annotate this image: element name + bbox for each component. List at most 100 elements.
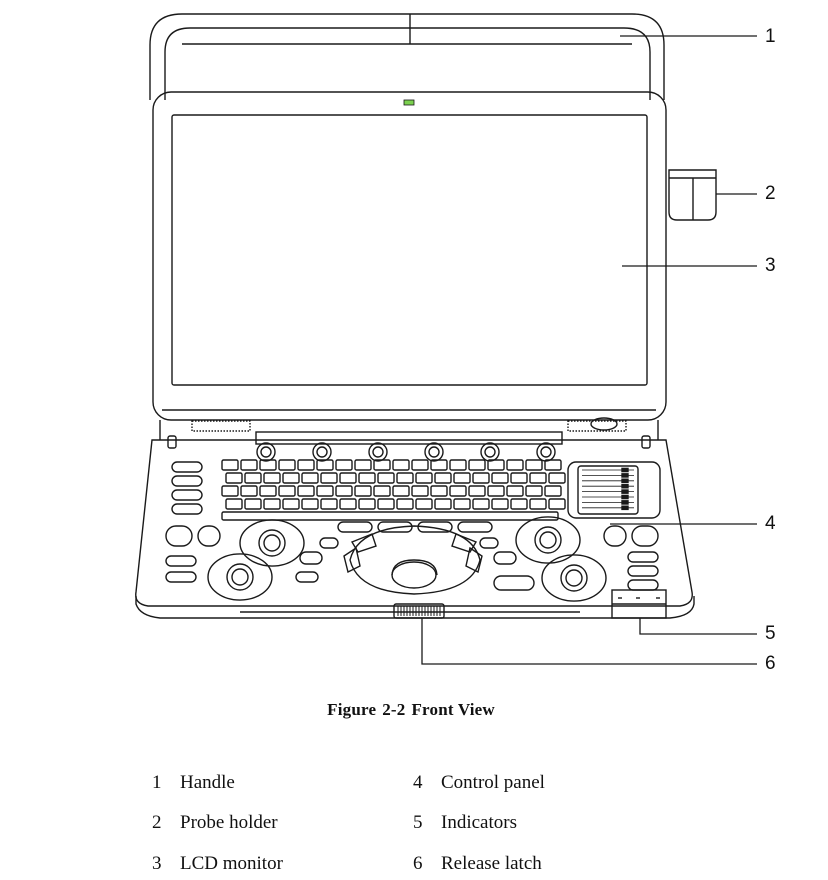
rotary-knob [207, 553, 273, 601]
keyboard-key [320, 498, 338, 510]
keyboard-key [453, 498, 471, 510]
tgc-sliders [567, 461, 661, 519]
keyboard-key [221, 485, 239, 497]
keyboard-key [548, 498, 566, 510]
keyboard-key [472, 498, 490, 510]
keyboard-key [240, 459, 258, 471]
callout-4: 4 [765, 513, 776, 534]
panel-button [171, 503, 203, 515]
keyboard-key [335, 459, 353, 471]
knob [480, 442, 500, 462]
keyboard-key [377, 498, 395, 510]
keyboard-key [510, 498, 528, 510]
probe-holder [668, 169, 717, 221]
panel-button [493, 551, 517, 565]
keyboard-key [240, 485, 258, 497]
legend-number: 4 [413, 772, 423, 793]
keyboard-key [449, 485, 467, 497]
keyboard-key [430, 485, 448, 497]
keyboard-key [354, 485, 372, 497]
panel-button [197, 525, 221, 547]
tgc-slider-thumb [621, 478, 629, 484]
keyboard-key [487, 485, 505, 497]
keyboard-key [358, 472, 376, 484]
keyboard-key [411, 459, 429, 471]
knob [312, 442, 332, 462]
keyboard-key [297, 459, 315, 471]
keyboard-key [320, 472, 338, 484]
keyboard-key [392, 485, 410, 497]
legend-label: Handle [180, 772, 235, 793]
callout-leaders [421, 35, 757, 665]
knob [256, 442, 276, 462]
legend-item: 6 Release latch [413, 853, 542, 875]
keyboard-key [506, 459, 524, 471]
legend-item: 3 LCD monitor [152, 853, 283, 875]
panel-button [171, 461, 203, 473]
callout-2: 2 [765, 183, 776, 204]
figure-number: 2-2 [382, 700, 406, 719]
figure-label: Figure [327, 700, 377, 719]
rotary-knob [239, 519, 305, 567]
keyboard-key [301, 472, 319, 484]
keyboard-key [468, 459, 486, 471]
tgc-slider-thumb [621, 483, 629, 489]
knob [424, 442, 444, 462]
keyboard-key [282, 498, 300, 510]
keyboard-key [449, 459, 467, 471]
keyboard-key [434, 498, 452, 510]
panel-button [299, 551, 323, 565]
keyboard-key [316, 485, 334, 497]
panel-button [627, 579, 659, 591]
keyboard-key [529, 472, 547, 484]
tgc-slider-thumb [621, 489, 629, 494]
direction-button [350, 533, 377, 553]
keyboard-key [544, 459, 562, 471]
keyboard-key [244, 498, 262, 510]
panel-button [165, 555, 197, 567]
panel-button [627, 565, 659, 577]
tgc-slider-thumb [621, 473, 629, 478]
tgc-slider-thumb [621, 500, 629, 505]
figure-title: Front View [411, 700, 495, 719]
legend-label: Probe holder [180, 812, 278, 833]
keyboard-key [297, 485, 315, 497]
keyboard-key [259, 459, 277, 471]
keyboard-key [510, 472, 528, 484]
keyboard-key [544, 485, 562, 497]
legend-number: 6 [413, 853, 423, 874]
panel-button [457, 521, 493, 533]
keyboard-key [377, 472, 395, 484]
keyboard-key [529, 498, 547, 510]
keyboard-key [225, 472, 243, 484]
knob [536, 442, 556, 462]
panel-button [171, 475, 203, 487]
panel-button [603, 525, 627, 547]
keyboard-key [263, 472, 281, 484]
keyboard-key [506, 485, 524, 497]
figure-caption: Figure 2-2 Front View [0, 700, 828, 720]
panel-button [377, 521, 413, 533]
knobs [207, 442, 607, 602]
keyboard-key [263, 498, 281, 510]
keyboard-key [468, 485, 486, 497]
keyboard-key [225, 498, 243, 510]
keyboard-key [259, 485, 277, 497]
keyboard-key [411, 485, 429, 497]
indicators [611, 589, 667, 619]
keyboard-key [525, 485, 543, 497]
callout-5: 5 [765, 623, 776, 644]
keyboard-key [491, 472, 509, 484]
legend-label: LCD monitor [180, 853, 283, 874]
legend-label: Release latch [441, 853, 542, 874]
keyboard-key [392, 459, 410, 471]
legend-number: 3 [152, 853, 162, 874]
legend-number: 2 [152, 812, 162, 833]
callout-6: 6 [765, 653, 776, 674]
panel-button [171, 489, 203, 501]
panel-button [493, 575, 535, 591]
keyboard-key [548, 472, 566, 484]
panel-button [295, 571, 319, 583]
